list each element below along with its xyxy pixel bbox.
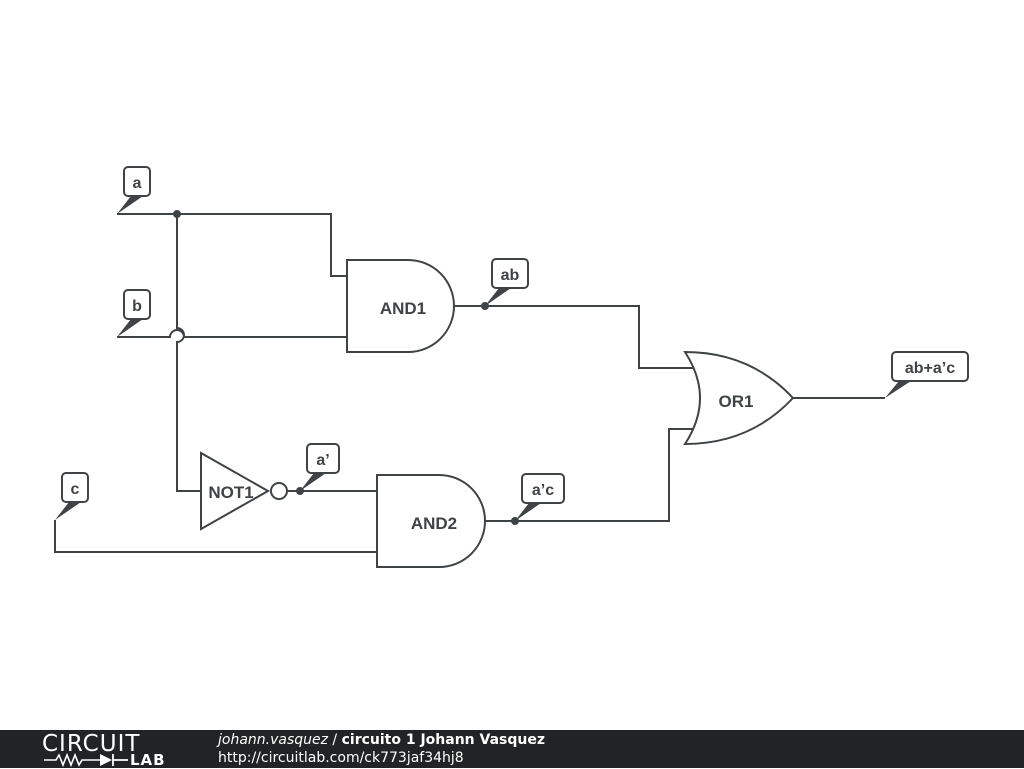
footer-title: johann.vasquez / circuito 1 Johann Vasqu… (218, 731, 545, 749)
logo-text-lab: LAB (130, 751, 166, 769)
wire-b (117, 329, 347, 338)
footer-bar: CIRCUIT LAB johann.vasquez / circuito 1 … (0, 730, 1024, 768)
gate-or1-label: OR1 (719, 392, 754, 411)
wire-c (54, 520, 377, 553)
flag-a-not-c[interactable]: a’c (515, 473, 565, 521)
flag-output-label: ab+a’c (905, 360, 955, 377)
wire-a (117, 213, 347, 277)
gate-and2[interactable]: AND2 (376, 474, 486, 568)
circuitlab-logo[interactable]: CIRCUIT LAB (42, 731, 176, 769)
circuit-title[interactable]: circuito 1 Johann Vasquez (341, 732, 546, 748)
gate-or1[interactable]: OR1 (683, 350, 795, 446)
flag-c[interactable]: c (55, 472, 89, 520)
circuit-schematic: AND1 AND2 NOT1 OR1 a b c a’ ab (54, 166, 969, 568)
wires (54, 213, 885, 553)
wire-ab (454, 305, 699, 369)
flag-b-label: b (132, 298, 142, 315)
title-separator: / (327, 732, 342, 748)
flag-a-not-c-label: a’c (532, 482, 554, 499)
wire-a-not-c (485, 428, 699, 522)
flag-a-not[interactable]: a’ (300, 443, 340, 491)
resistor-diode-icon (44, 753, 128, 767)
gate-not1[interactable]: NOT1 (200, 451, 288, 531)
flag-ab[interactable]: ab (485, 258, 529, 306)
flag-a-not-label: a’ (316, 452, 329, 469)
circuit-url[interactable]: http://circuitlab.com/ck773jaf34hj8 (218, 750, 464, 766)
gate-and1-label: AND1 (380, 299, 426, 318)
flag-b[interactable]: b (117, 289, 151, 337)
not1-bubble (270, 482, 288, 500)
flag-output[interactable]: ab+a’c (885, 351, 969, 398)
junction-a (173, 210, 181, 218)
flag-ab-label: ab (501, 267, 520, 284)
flag-a[interactable]: a (117, 166, 151, 214)
flag-c-label: c (71, 481, 80, 498)
gate-and2-label: AND2 (411, 514, 457, 533)
gate-not1-label: NOT1 (208, 483, 253, 502)
flag-a-label: a (133, 175, 142, 192)
wire-a-branch (176, 214, 201, 492)
gate-and1[interactable]: AND1 (346, 259, 455, 353)
author-link[interactable]: johann.vasquez (218, 732, 328, 748)
logo-text-circuit: CIRCUIT (42, 731, 141, 757)
